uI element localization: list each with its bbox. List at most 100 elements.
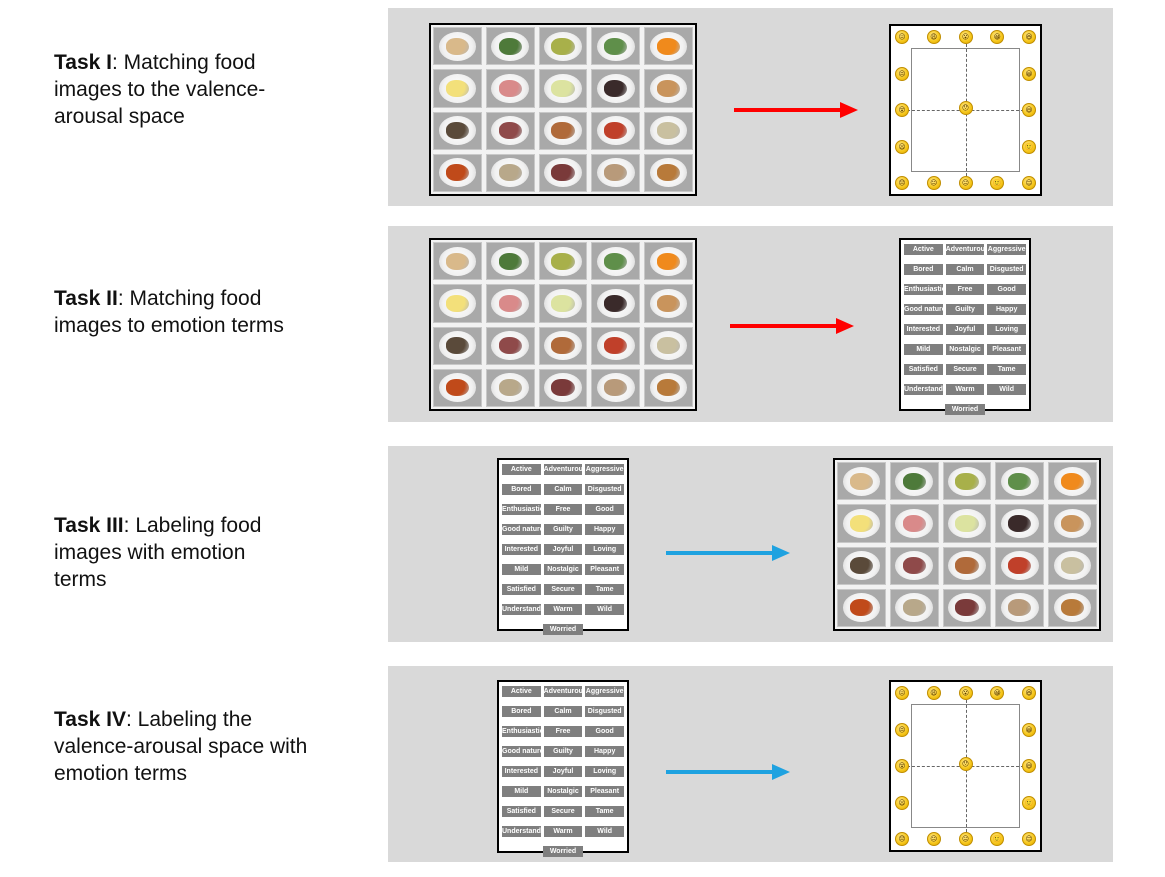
emoji-face-icon: 😩 <box>926 30 941 44</box>
emoji-face-icon: 🙂 <box>990 176 1005 190</box>
emoji-face-icon: 😌 <box>1022 176 1036 190</box>
green-salad-icon <box>902 472 926 490</box>
raw-meat-icon <box>498 337 522 355</box>
mushrooms-icon <box>445 122 469 140</box>
emotion-term: Understanding <box>904 384 943 395</box>
food-image-cell <box>995 546 1045 585</box>
emoji-face-icon: 😌 <box>1022 832 1036 846</box>
food-image-cell <box>433 242 482 281</box>
emotion-term: Aggressive <box>585 686 624 697</box>
plate-icon <box>597 373 635 403</box>
food-image-cell <box>942 546 992 585</box>
pineapple-rings-icon <box>445 294 469 312</box>
emotion-term: Understanding <box>502 826 541 837</box>
food-image-cell <box>591 27 641 66</box>
emoji-face-icon: 😞 <box>895 832 909 846</box>
plate-icon <box>491 246 529 276</box>
mixed-dish-icon <box>551 122 575 140</box>
plate-icon <box>948 593 986 623</box>
emoji-face-icon: 😩 <box>926 686 941 700</box>
emoji-face-icon: 😃 <box>1022 103 1036 117</box>
plate-icon <box>544 158 582 188</box>
plate-icon <box>438 373 477 403</box>
emoji-face-icon: 😀 <box>990 686 1005 700</box>
melon-slices-icon <box>551 79 575 97</box>
ham-slices-icon <box>498 79 522 97</box>
task-4-valence-arousal-space: 😖😩😮😀😆😣😀😵😯😃😦🙂😞😐😑🙂😌 <box>889 680 1042 852</box>
emotion-term: Enthusiastic <box>904 284 943 295</box>
emotion-term: Warm <box>945 384 985 395</box>
emoji-face-icon: 😣 <box>895 66 909 81</box>
pasta-salad-icon <box>551 37 575 55</box>
emotion-term: Calm <box>945 264 985 275</box>
plate-icon <box>438 73 477 103</box>
plate-icon <box>491 31 529 61</box>
food-image-cell <box>1048 546 1097 585</box>
emotion-term: Loving <box>987 324 1026 335</box>
plate-icon <box>1053 466 1092 496</box>
emotion-term: Calm <box>543 706 583 717</box>
dark-berries-icon <box>604 294 628 312</box>
emotion-term: Mild <box>502 786 541 797</box>
burger-icon <box>1060 599 1085 617</box>
emotion-term: Enthusiastic <box>502 726 541 737</box>
food-image-cell <box>538 284 588 323</box>
task-2-name: Task II <box>54 287 118 310</box>
food-image-cell <box>485 242 535 281</box>
task-1-desc-line-3: arousal space <box>54 105 185 128</box>
eggs-potatoes-icon <box>656 79 681 97</box>
plate-icon <box>491 331 529 361</box>
fish-fillets-icon <box>1060 557 1085 575</box>
task-4-desc-line-3: emotion terms <box>54 762 188 785</box>
cucumber-slices-icon <box>604 252 628 270</box>
plate-icon <box>544 31 582 61</box>
emoji-face-icon: 😃 <box>1022 759 1036 773</box>
emotion-term: Disgusted <box>585 484 624 495</box>
plate-icon <box>491 288 529 318</box>
plate-icon <box>1001 466 1039 496</box>
emotion-term: Tame <box>585 584 624 595</box>
emotion-term: Pleasant <box>987 344 1026 355</box>
stir-fry-icon <box>849 599 873 617</box>
emoji-face-icon: 😐 <box>926 832 941 846</box>
pasta-salad-icon <box>955 472 979 490</box>
emotion-term: Good <box>987 284 1026 295</box>
melon-slices-icon <box>955 514 979 532</box>
emotion-term: Aggressive <box>987 244 1026 255</box>
emoji-face-icon: 😯 <box>958 101 973 115</box>
emotion-term: Nostalgic <box>543 564 583 575</box>
emotion-term: Adventurous <box>945 244 985 255</box>
emoji-face-icon: 😮 <box>958 686 973 700</box>
dark-berries-icon <box>604 79 628 97</box>
emotion-term: Good natured <box>502 746 541 757</box>
emoji-face-icon: 😮 <box>958 30 973 44</box>
emoji-face-icon: 🙂 <box>1022 139 1036 154</box>
food-image-cell <box>538 368 588 407</box>
food-image-cell <box>485 153 535 192</box>
food-image-cell <box>644 326 693 365</box>
fried-potatoes-icon <box>445 37 469 55</box>
emotion-term: Calm <box>543 484 583 495</box>
emoji-face-icon: 😵 <box>895 103 909 117</box>
food-image-cell <box>485 27 535 66</box>
emotion-term: Warm <box>543 604 583 615</box>
emoji-face-icon: 😀 <box>1022 66 1036 81</box>
plate-icon <box>491 158 529 188</box>
raw-meat-icon <box>498 122 522 140</box>
plate-icon <box>491 116 529 146</box>
emotion-term: Warm <box>543 826 583 837</box>
food-image-cell <box>1048 588 1097 627</box>
emotion-term: Tame <box>987 364 1026 375</box>
emotion-terms-grid: ActiveAdventurousAggressiveBoredCalmDisg… <box>502 464 624 615</box>
plate-icon <box>597 31 635 61</box>
emotion-term: Free <box>543 504 583 515</box>
emoji-face-icon: 🙂 <box>1022 795 1036 810</box>
emotion-term: Happy <box>585 524 624 535</box>
emotion-term: Adventurous <box>543 686 583 697</box>
emotion-term: Pleasant <box>585 786 624 797</box>
emotion-term: Pleasant <box>585 564 624 575</box>
task-4-name: Task IV <box>54 708 126 731</box>
food-image-cell <box>644 27 693 66</box>
roast-chicken-icon <box>604 379 628 397</box>
carrot-sticks-icon <box>656 37 681 55</box>
